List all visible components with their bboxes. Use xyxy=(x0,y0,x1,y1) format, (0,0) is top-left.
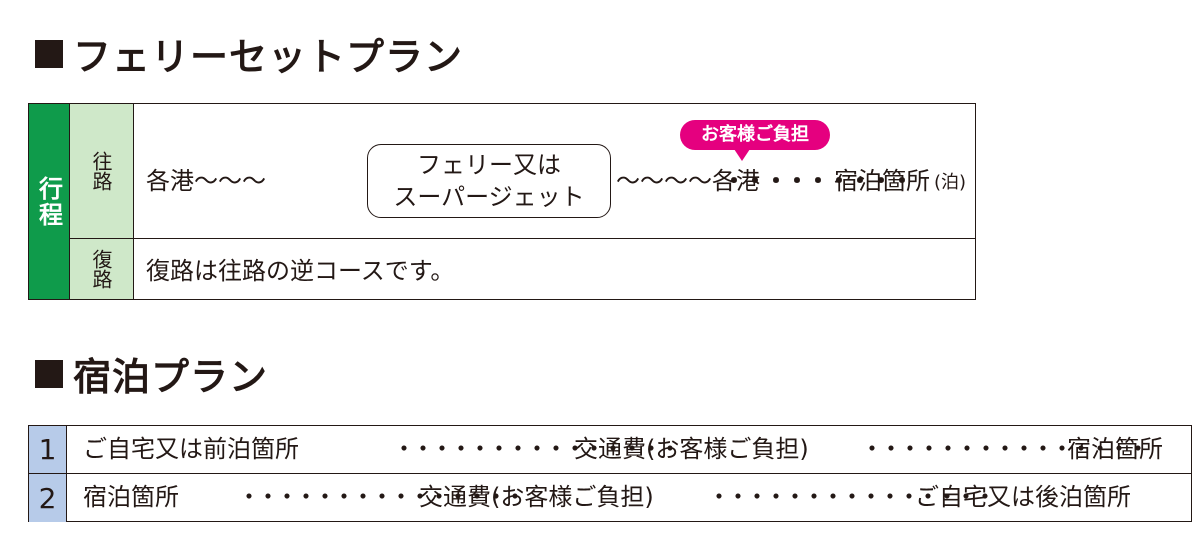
ferry-plan-title: フェリーセットプラン xyxy=(35,38,463,76)
route-end: 宿泊箇所 xyxy=(1067,435,1163,463)
return-label: 復路 xyxy=(69,238,133,299)
table-row: 2 宿泊箇所 ・・・・・・・・・・・・・・・ 交通費(お客様ご負担) ・・・・・… xyxy=(29,473,1191,522)
itinerary-label: 行程 xyxy=(29,104,69,299)
route-end: ご自宅又は後泊箇所 xyxy=(915,483,1131,511)
ferry-plan-title-text: フェリーセットプラン xyxy=(73,35,464,79)
destination-lodging: 宿泊箇所 xyxy=(834,167,930,195)
dotted-leader: ・・・・・・・・・ xyxy=(722,167,914,195)
row-content: ご自宅又は前泊箇所 ・・・・・・・・・・・・・・・ 交通費(お客様ご負担) ・・… xyxy=(67,426,1191,473)
hotel-plan-table: 1 ご自宅又は前泊箇所 ・・・・・・・・・・・・・・・ 交通費(お客様ご負担) … xyxy=(28,425,1192,522)
dotted-leader: ・・・・・・・・・・・・・・・ xyxy=(392,435,682,463)
itinerary-table: 行程 往路 復路 各港〜〜〜 フェリー又は スーパージェット 〜〜〜〜各港 ・・… xyxy=(28,103,976,300)
origin-port: 各港〜〜〜 xyxy=(146,167,266,195)
ferry-line-1: フェリー又は xyxy=(417,151,561,179)
customer-pays-badge: お客様ご負担 xyxy=(680,120,830,150)
return-row: 復路は往路の逆コースです。 xyxy=(133,238,975,299)
route-start: 宿泊箇所 xyxy=(83,483,179,511)
destination-port: 〜〜〜〜各港 xyxy=(616,167,760,195)
badge-pointer xyxy=(734,149,750,161)
ferry-line-2: スーパージェット xyxy=(393,183,585,211)
outbound-label: 往路 xyxy=(69,104,133,238)
row-number: 2 xyxy=(29,474,67,522)
hotel-plan-title: 宿泊プラン xyxy=(35,358,268,396)
route-cost: 交通費(お客様ご負担) xyxy=(574,435,809,463)
ferry-transport-box: フェリー又は スーパージェット xyxy=(367,144,611,218)
dotted-leader: ・・・・・・・・・・・・・・・ xyxy=(237,483,527,511)
hotel-plan-title-text: 宿泊プラン xyxy=(73,355,269,399)
square-bullet-icon xyxy=(35,360,63,388)
table-row: 1 ご自宅又は前泊箇所 ・・・・・・・・・・・・・・・ 交通費(お客様ご負担) … xyxy=(29,426,1191,473)
square-bullet-icon xyxy=(35,40,63,68)
row-number: 1 xyxy=(29,426,67,473)
route-cost: 交通費(お客様ご負担) xyxy=(419,483,654,511)
dotted-leader: ・・・・・・・・・・・・・・・ xyxy=(860,435,1150,463)
overnight-note: (泊) xyxy=(934,172,967,193)
row-content: 宿泊箇所 ・・・・・・・・・・・・・・・ 交通費(お客様ご負担) ・・・・・・・… xyxy=(67,474,1191,522)
route-start: ご自宅又は前泊箇所 xyxy=(83,435,299,463)
dotted-leader: ・・・・・・・・・・・・・・・ xyxy=(707,483,997,511)
return-description: 復路は往路の逆コースです。 xyxy=(146,257,455,285)
outbound-row: 各港〜〜〜 フェリー又は スーパージェット 〜〜〜〜各港 ・・・・・・・・・ 宿… xyxy=(133,104,975,238)
